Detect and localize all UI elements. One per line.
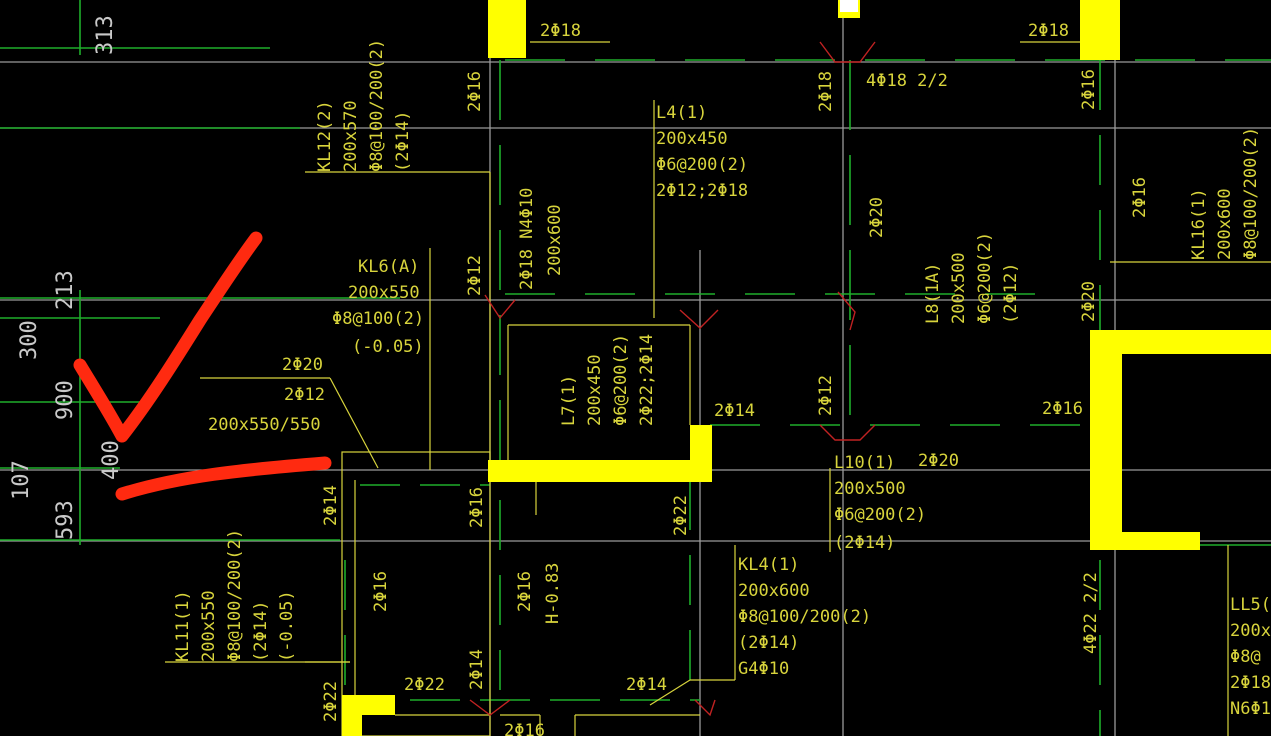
svg-text:2Φ22: 2Φ22: [404, 675, 445, 695]
svg-text:KL4(1): KL4(1): [738, 555, 799, 575]
svg-text:(2Φ14): (2Φ14): [738, 633, 799, 653]
svg-text:900: 900: [53, 380, 78, 420]
svg-text:Φ6@200(2): Φ6@200(2): [611, 334, 631, 426]
svg-text:2Φ18;: 2Φ18;: [1230, 673, 1271, 693]
svg-text:L10(1): L10(1): [834, 453, 895, 473]
walls: [342, 0, 1271, 736]
svg-text:200x500: 200x500: [949, 252, 969, 324]
svg-text:200x600: 200x600: [1215, 188, 1235, 260]
svg-text:2Φ22: 2Φ22: [321, 681, 341, 722]
svg-text:300: 300: [17, 320, 42, 360]
beam-outlines: [165, 41, 1271, 736]
red-markers: [469, 41, 876, 717]
svg-text:(2Φ14): (2Φ14): [251, 601, 271, 662]
vertical-labels: 2Φ16 2Φ18 2Φ16 KL12(2) 200x570 Φ8@100/20…: [173, 39, 1261, 722]
svg-text:KL16(1): KL16(1): [1189, 188, 1209, 260]
svg-text:KL11(1): KL11(1): [173, 590, 193, 662]
svg-text:2Φ20: 2Φ20: [1079, 281, 1099, 322]
svg-text:107: 107: [9, 460, 34, 500]
svg-text:2Φ16: 2Φ16: [1130, 177, 1150, 218]
label-4phi18: 4Φ18 2/2: [866, 71, 948, 91]
svg-text:2Φ20: 2Φ20: [867, 197, 887, 238]
svg-text:Φ6@200(2): Φ6@200(2): [656, 155, 748, 175]
svg-text:Φ6@200(2): Φ6@200(2): [975, 232, 995, 324]
svg-text:KL12(2): KL12(2): [315, 100, 335, 172]
svg-text:(-0.05): (-0.05): [352, 337, 424, 357]
dimensions: 313 300 900 107 593 213 400: [9, 15, 124, 540]
beam-labels: 2Φ18 2Φ18 4Φ18 2/2 L4(1) 200x450 Φ6@200(…: [208, 21, 1271, 736]
svg-text:200x600: 200x600: [545, 204, 565, 276]
svg-text:Φ8@100/200(2): Φ8@100/200(2): [1241, 127, 1261, 260]
svg-text:2Φ14: 2Φ14: [626, 675, 667, 695]
svg-text:593: 593: [53, 500, 78, 540]
svg-text:LL5(1: LL5(1: [1230, 595, 1271, 615]
column-fill: [840, 0, 858, 12]
svg-text:200x450: 200x450: [585, 354, 605, 426]
svg-text:Φ8@100/200(2): Φ8@100/200(2): [367, 39, 387, 172]
checkmark-annotation: [73, 231, 332, 501]
svg-text:2Φ16: 2Φ16: [504, 721, 545, 736]
svg-text:2Φ12: 2Φ12: [284, 385, 325, 405]
svg-text:2Φ18 N4Φ10: 2Φ18 N4Φ10: [517, 188, 537, 290]
svg-text:2Φ12;2Φ18: 2Φ12;2Φ18: [656, 181, 748, 201]
svg-text:2Φ16: 2Φ16: [1079, 69, 1099, 110]
svg-text:H-0.83: H-0.83: [543, 563, 563, 624]
svg-text:213: 213: [53, 270, 78, 310]
svg-text:2Φ16: 2Φ16: [371, 571, 391, 612]
svg-text:2Φ22: 2Φ22: [671, 495, 691, 536]
svg-text:200x450: 200x450: [656, 129, 728, 149]
label-2phi18-right: 2Φ18: [1028, 21, 1069, 41]
svg-text:2Φ18: 2Φ18: [816, 71, 836, 112]
svg-text:2Φ12: 2Φ12: [816, 375, 836, 416]
svg-text:4Φ22 2/2: 4Φ22 2/2: [1081, 572, 1101, 654]
svg-text:200x550: 200x550: [199, 590, 219, 662]
svg-text:Φ8@100/200(2): Φ8@100/200(2): [225, 529, 245, 662]
svg-text:L7(1): L7(1): [559, 375, 579, 426]
svg-text:400: 400: [99, 440, 124, 480]
svg-text:2Φ16: 2Φ16: [467, 487, 487, 528]
svg-text:L4(1): L4(1): [656, 103, 707, 123]
svg-text:200x8: 200x8: [1230, 621, 1271, 641]
svg-text:(-0.05): (-0.05): [277, 590, 297, 662]
svg-text:2Φ16: 2Φ16: [465, 71, 485, 112]
svg-text:2Φ14: 2Φ14: [467, 649, 487, 690]
svg-text:2Φ16: 2Φ16: [1042, 399, 1083, 419]
svg-text:Φ6@200(2): Φ6@200(2): [834, 505, 926, 525]
svg-text:G4Φ10: G4Φ10: [738, 659, 789, 679]
underline-stroke: [115, 456, 332, 501]
svg-text:(2Φ14): (2Φ14): [834, 533, 895, 553]
svg-text:Φ8@: Φ8@: [1230, 647, 1261, 667]
svg-text:L8(1A): L8(1A): [923, 263, 943, 324]
svg-text:2Φ20: 2Φ20: [918, 451, 959, 471]
checkmark-icon: [73, 231, 263, 443]
svg-text:2Φ14: 2Φ14: [321, 485, 341, 526]
svg-text:Φ8@100/200(2): Φ8@100/200(2): [738, 607, 871, 627]
svg-text:2Φ16: 2Φ16: [515, 571, 535, 612]
svg-text:200x500: 200x500: [834, 479, 906, 499]
svg-text:Φ8@100(2): Φ8@100(2): [332, 309, 424, 329]
svg-text:KL6(A): KL6(A): [358, 257, 419, 277]
svg-text:313: 313: [93, 15, 118, 55]
svg-text:200x600: 200x600: [738, 581, 810, 601]
svg-text:N6Φ1: N6Φ1: [1230, 699, 1271, 719]
svg-text:200x550: 200x550: [348, 283, 420, 303]
label-2phi18-left: 2Φ18: [540, 21, 581, 41]
svg-text:2Φ14: 2Φ14: [714, 401, 755, 421]
svg-text:(2Φ12): (2Φ12): [1001, 263, 1021, 324]
svg-text:2Φ22;2Φ14: 2Φ22;2Φ14: [637, 334, 657, 426]
svg-text:(2Φ14): (2Φ14): [393, 111, 413, 172]
svg-text:200x550/550: 200x550/550: [208, 415, 321, 435]
svg-text:2Φ20: 2Φ20: [282, 355, 323, 375]
svg-text:2Φ12: 2Φ12: [465, 255, 485, 296]
svg-text:200x570: 200x570: [341, 100, 361, 172]
